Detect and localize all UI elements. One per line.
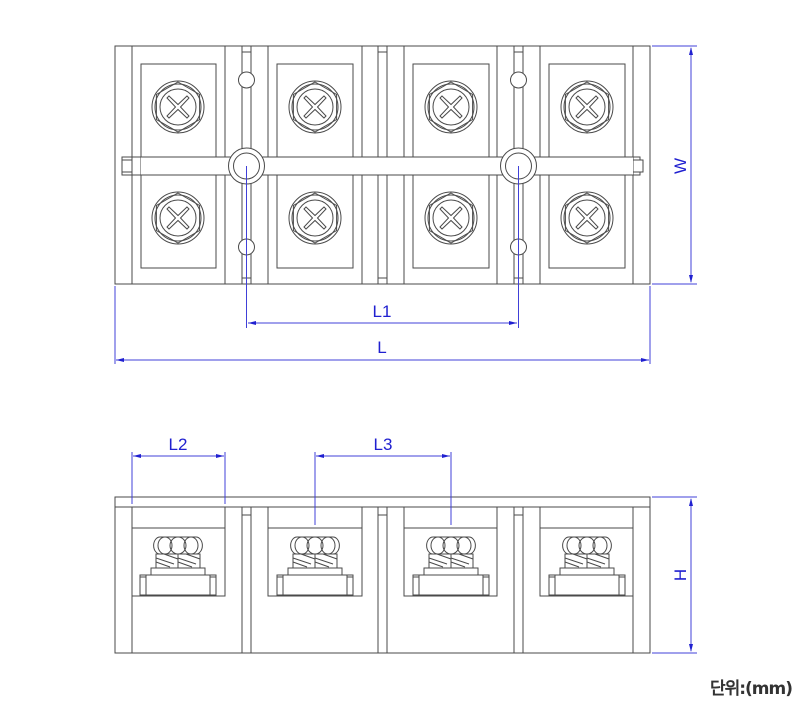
- front-view: [114, 496, 651, 654]
- screw-icon: [151, 80, 205, 134]
- dimension-label-l: L: [377, 338, 386, 357]
- screw-icon: [560, 80, 614, 134]
- dimension-label-w: W: [671, 158, 690, 174]
- top-view-body: [114, 45, 651, 285]
- screw-icon: [288, 80, 342, 134]
- terminal-pocket-1: [131, 506, 226, 597]
- dimension-w: W: [652, 45, 697, 285]
- dimension-l: L: [114, 286, 651, 364]
- dimension-l1: L1: [246, 166, 519, 328]
- top-view: [114, 45, 651, 285]
- front-view-body: [114, 496, 651, 654]
- dimension-h: H: [652, 496, 697, 654]
- dimension-l3: L3: [314, 435, 452, 525]
- screw-icon: [288, 191, 342, 245]
- unit-label: 단위:(mm): [709, 679, 793, 699]
- screw-icon: [424, 191, 478, 245]
- screw-icon: [560, 191, 614, 245]
- screw-icon: [424, 80, 478, 134]
- dimension-label-l1: L1: [373, 302, 392, 321]
- dimension-label-h: H: [671, 569, 690, 581]
- dimension-label-l2: L2: [169, 435, 188, 454]
- terminal-pocket-4: [539, 506, 634, 597]
- dimension-label-l3: L3: [374, 435, 393, 454]
- dimension-l2: L2: [131, 435, 226, 504]
- screw-icon: [151, 191, 205, 245]
